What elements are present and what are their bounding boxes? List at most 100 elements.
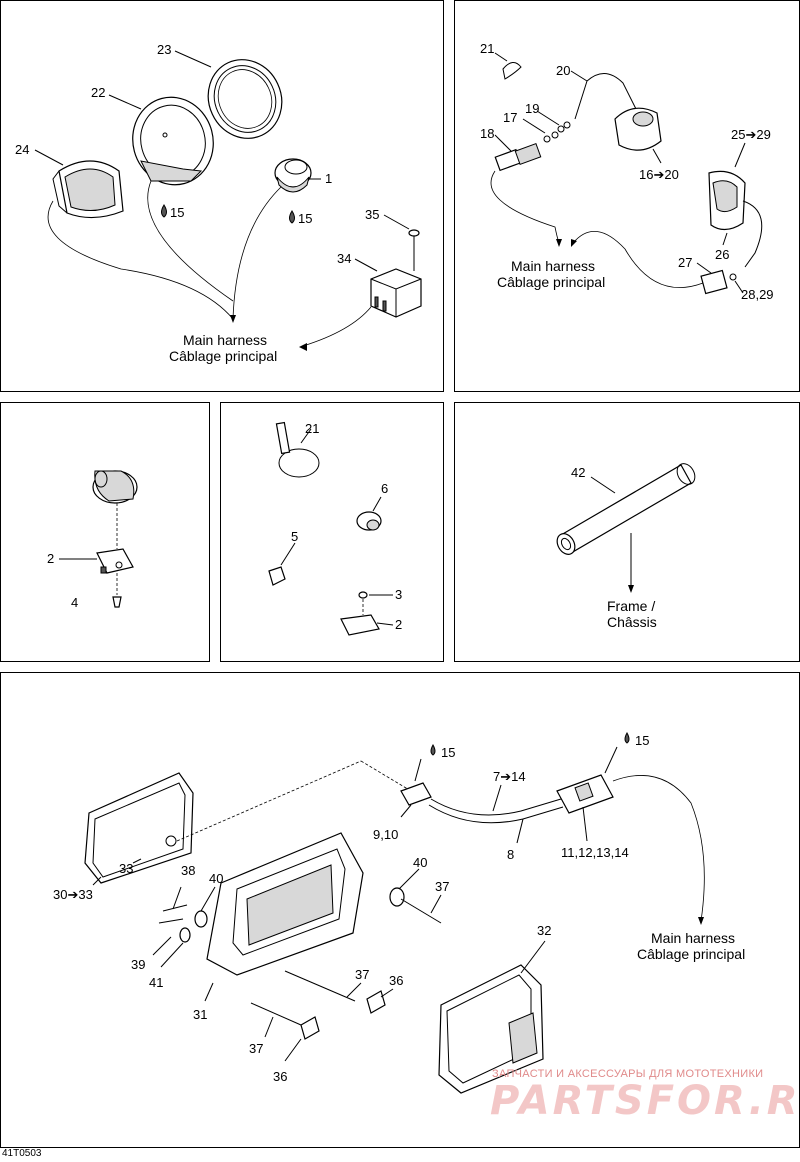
part-27-connector [700, 269, 737, 295]
label-42: 42 [571, 465, 585, 480]
label-23: 23 [157, 42, 171, 57]
part-21-tie [275, 421, 320, 478]
part-42-tube [556, 463, 696, 555]
label-37: 37 [355, 967, 369, 982]
part-32-housing [438, 964, 544, 1094]
part-bulb-socket [92, 470, 138, 504]
panel6-drawing: 15 15 7➔14 9,10 8 11,12,13,14 38 40 40 3… [53, 731, 745, 1094]
label-15: 15 [298, 211, 312, 226]
label-1: 1 [325, 171, 332, 186]
label-37: 37 [249, 1041, 263, 1056]
label-31: 31 [193, 1007, 207, 1022]
label-2: 2 [47, 551, 54, 566]
panel-headlights-top-left: 24 23 22 1 15 15 35 34 Main harness Câbl… [0, 0, 444, 392]
label-36: 36 [273, 1069, 287, 1084]
label-28-29: 28,29 [741, 287, 774, 302]
label-5: 5 [291, 529, 298, 544]
part-35-screw [408, 229, 420, 271]
panel-bracket-mid-left: 2 4 [0, 402, 210, 662]
label-27: 27 [678, 255, 692, 270]
part-6-clip [356, 511, 382, 531]
panel-headlamp-bottom: 15 15 7➔14 9,10 8 11,12,13,14 38 40 40 3… [0, 672, 800, 1148]
label-7-14: 7➔14 [493, 769, 526, 784]
label-15: 15 [635, 733, 649, 748]
harness-label-fr: Câblage principal [497, 274, 605, 290]
watermark-logo-text: PARTSFOR.RU [490, 1078, 800, 1124]
figure-code: 41T0503 [2, 1148, 42, 1159]
label-26: 26 [715, 247, 729, 262]
part-36-knob [300, 1016, 320, 1040]
part-4-screw [112, 596, 122, 608]
panel5-drawing: 42 Frame / Châssis [556, 463, 696, 630]
label-40: 40 [413, 855, 427, 870]
part-20-wire [574, 73, 638, 120]
label-11-14: 11,12,13,14 [561, 845, 629, 860]
part-37-bolt [400, 898, 442, 924]
label-24: 24 [15, 142, 29, 157]
label-15: 15 [170, 205, 184, 220]
part-41-washer [179, 927, 191, 943]
label-41: 41 [149, 975, 163, 990]
panel-switch-top-right: 21 20 19 17 18 16➔20 25➔29 26 27 28,29 M… [454, 0, 800, 392]
part-25-handlebar-switch [708, 170, 763, 268]
drop-icon [624, 731, 630, 744]
part-3-screw [358, 591, 368, 615]
label-20: 20 [556, 63, 570, 78]
label-9-10: 9,10 [373, 827, 398, 842]
panel1-drawing: 24 23 22 1 15 15 35 34 Main harness Câbl… [15, 42, 422, 364]
label-17: 17 [503, 110, 517, 125]
frame-label-en: Frame / [607, 598, 655, 614]
label-21: 21 [305, 421, 319, 436]
label-21: 21 [480, 41, 494, 56]
label-19: 19 [525, 101, 539, 116]
part-5-clip [268, 566, 286, 586]
panel-clips-mid-center: 21 6 5 3 2 [220, 402, 444, 662]
label-2: 2 [395, 617, 402, 632]
label-40: 40 [209, 871, 223, 886]
part-23-bezel-ring [207, 59, 283, 139]
part-40-washer [194, 910, 208, 928]
harness-label-en: Main harness [651, 930, 735, 946]
part-37-bolt [250, 1002, 302, 1026]
label-37: 37 [435, 879, 449, 894]
label-32: 32 [537, 923, 551, 938]
part-21-tie [502, 62, 522, 80]
label-22: 22 [91, 85, 105, 100]
part-22-headlight [132, 96, 214, 186]
part-40-washer [389, 887, 405, 907]
part-34-relay [370, 268, 422, 318]
panel-tube-mid-right: 42 Frame / Châssis [454, 402, 800, 662]
label-4: 4 [71, 595, 78, 610]
part-18-connector [494, 121, 571, 172]
label-18: 18 [480, 126, 494, 141]
label-36: 36 [389, 973, 403, 988]
harness-label-fr: Câblage principal [169, 348, 277, 364]
part-2-bracket [340, 614, 380, 636]
part-2-bracket [96, 548, 134, 574]
part-24-lamp [52, 160, 124, 219]
part-33-lamp [84, 772, 194, 884]
harness-label-en: Main harness [183, 332, 267, 348]
part-37-bolt [284, 970, 356, 1002]
label-34: 34 [337, 251, 351, 266]
label-16-20: 16➔20 [639, 167, 679, 182]
label-15: 15 [441, 745, 455, 760]
harness-label-fr: Câblage principal [637, 946, 745, 962]
label-38: 38 [181, 863, 195, 878]
part-36-knob [366, 990, 386, 1014]
watermark-small-text: ЗАПЧАСТИ И АКСЕССУАРЫ ДЛЯ МОТОТЕХНИКИ [492, 1068, 764, 1080]
label-6: 6 [381, 481, 388, 496]
drop-icon [430, 743, 436, 756]
panel3-drawing: 2 4 [47, 470, 138, 610]
label-3: 3 [395, 587, 402, 602]
label-30-33: 30➔33 [53, 887, 93, 902]
label-25-29: 25➔29 [731, 127, 771, 142]
part-8-harness [400, 774, 614, 824]
part-31-frame [206, 832, 364, 976]
label-39: 39 [131, 957, 145, 972]
label-35: 35 [365, 207, 379, 222]
panel2-drawing: 21 20 19 17 18 16➔20 25➔29 26 27 28,29 M… [480, 41, 774, 302]
harness-label-en: Main harness [511, 258, 595, 274]
part-16-switch [614, 107, 662, 151]
drop-icon [289, 210, 295, 224]
